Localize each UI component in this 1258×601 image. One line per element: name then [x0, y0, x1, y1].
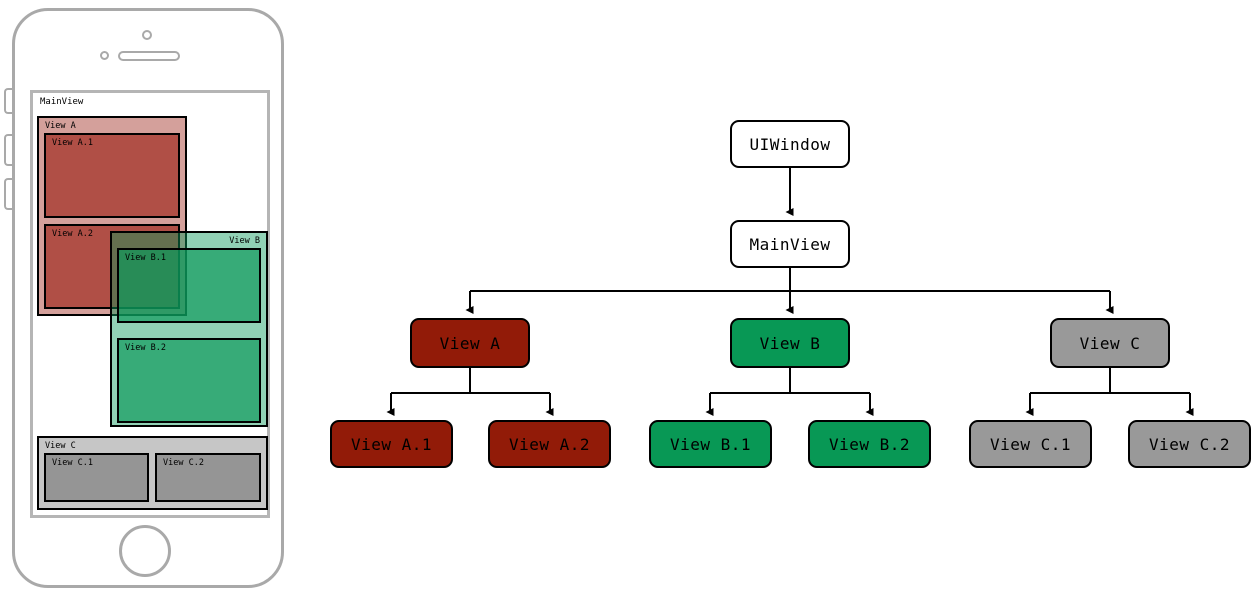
node-view-b1[interactable]: View B.1 — [649, 420, 772, 468]
mock-view-c1[interactable]: View C.1 — [44, 453, 149, 502]
node-view-a[interactable]: View A — [410, 318, 530, 368]
mock-view-b1-label: View B.1 — [125, 253, 166, 263]
home-button-icon[interactable] — [119, 525, 171, 577]
node-view-c2[interactable]: View C.2 — [1128, 420, 1251, 468]
mock-view-b1[interactable]: View B.1 — [117, 248, 261, 323]
camera-icon — [142, 30, 152, 40]
node-view-c1[interactable]: View C.1 — [969, 420, 1092, 468]
node-view-a1[interactable]: View A.1 — [330, 420, 453, 468]
volume-down-button-icon[interactable] — [4, 178, 14, 210]
phone-mockup: MainView View A View A.1 View A.2 View B… — [0, 0, 300, 601]
mock-view-c-label: View C — [45, 441, 76, 451]
mock-view-a1-label: View A.1 — [52, 138, 93, 148]
tree-edges — [386, 168, 1194, 416]
proximity-sensor-icon — [100, 51, 109, 60]
node-mainview[interactable]: MainView — [730, 220, 850, 268]
mock-view-c2[interactable]: View C.2 — [155, 453, 261, 502]
mock-view-b2[interactable]: View B.2 — [117, 338, 261, 423]
silent-switch-icon[interactable] — [4, 88, 14, 114]
view-hierarchy-tree: UIWindow MainView View A View B View C V… — [300, 0, 1258, 601]
mock-view-b-label: View B — [229, 236, 260, 246]
node-uiwindow[interactable]: UIWindow — [730, 120, 850, 168]
node-view-a2[interactable]: View A.2 — [488, 420, 611, 468]
mock-view-a1[interactable]: View A.1 — [44, 133, 180, 218]
node-view-b2[interactable]: View B.2 — [808, 420, 931, 468]
mock-view-b2-label: View B.2 — [125, 343, 166, 353]
mock-view-a2-label: View A.2 — [52, 229, 93, 239]
node-view-b[interactable]: View B — [730, 318, 850, 368]
mock-view-c1-label: View C.1 — [52, 458, 93, 468]
mock-view-a-label: View A — [45, 121, 76, 131]
mainview-label: MainView — [40, 97, 84, 107]
earpiece-speaker-icon — [118, 51, 180, 61]
mock-view-c2-label: View C.2 — [163, 458, 204, 468]
node-view-c[interactable]: View C — [1050, 318, 1170, 368]
volume-up-button-icon[interactable] — [4, 134, 14, 166]
